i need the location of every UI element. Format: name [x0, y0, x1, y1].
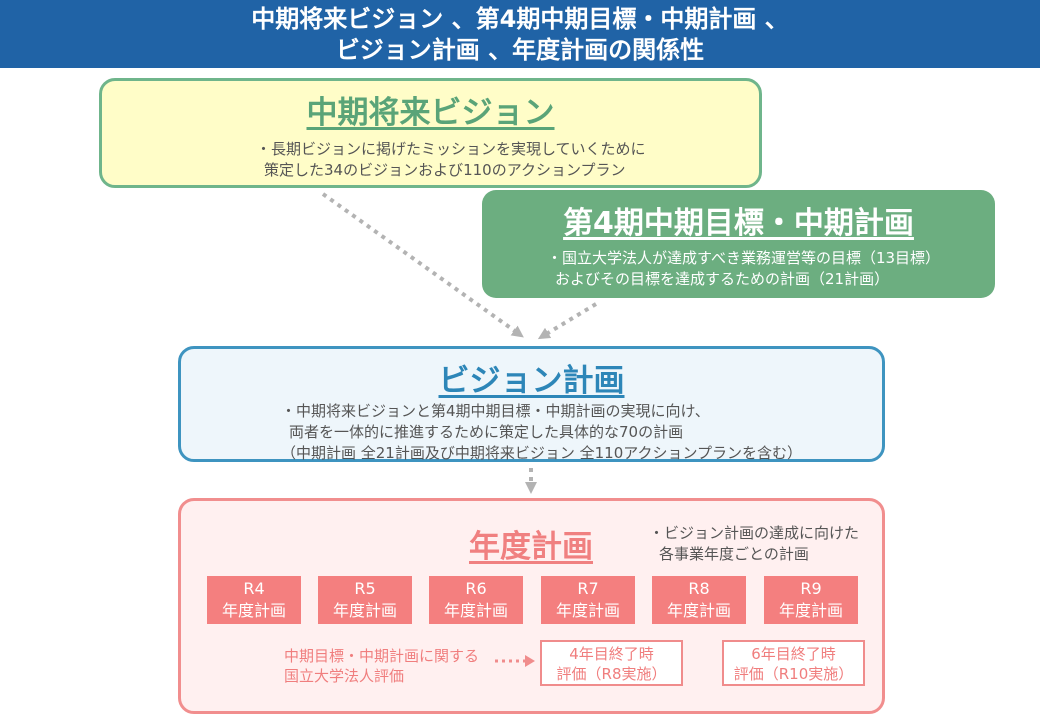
year-plan-r4: R4 年度計画 [207, 576, 301, 624]
header-title-line-1: 中期将来ビジョン 、第4期中期目標・中期計画 、 [251, 5, 789, 33]
year-plan-label: 年度計画 [221, 601, 286, 620]
vision-plan-description-line-2: 両者を一体的に推進するために策定した具体的な70の計画 [289, 423, 684, 441]
vision-description-line-2: 策定した34のビジョンおよび110のアクションプラン [264, 161, 626, 179]
year-plan-label: 年度計画 [666, 601, 731, 620]
vision-plan-title: ビジョン計画 [438, 363, 625, 399]
vision-title: 中期将来ビジョン [306, 95, 555, 131]
year-label: R5 [354, 579, 376, 598]
vision-plan-description-line-3: （中期計画 全21計画及び中期将来ビジョン 全110アクションプランを含む） [281, 444, 803, 462]
year-plan-label: 年度計画 [332, 601, 397, 620]
evaluation-label: 中期目標・中期計画に関する 国立大学法人評価 [284, 646, 479, 686]
page-header: 中期将来ビジョン 、第4期中期目標・中期計画 、 ビジョン計画 、年度計画の関係… [0, 0, 1040, 68]
mid-term-plan-description-line-1: ・国立大学法人が達成すべき業務運営等の目標（13目標） [547, 249, 941, 267]
evaluation-label-line-2: 国立大学法人評価 [284, 667, 405, 685]
vision-description: ・長期ビジョンに掲げたミッションを実現していくために 策定した34のビジョンおよ… [256, 139, 646, 181]
year-plan-r5: R5 年度計画 [318, 576, 412, 624]
vision-plan-description-line-1: ・中期将来ビジョンと第4期中期目標・中期計画の実現に向け、 [281, 402, 710, 420]
year-plan-r6: R6 年度計画 [429, 576, 523, 624]
evaluation-arrow [495, 655, 535, 667]
annual-plan-title: 年度計画 [469, 529, 593, 565]
vision-plan-box: ビジョン計画 ・中期将来ビジョンと第4期中期目標・中期計画の実現に向け、 両者を… [178, 346, 885, 462]
year-plan-r8: R8 年度計画 [652, 576, 746, 624]
milestone-line-2: 評価（R10実施） [733, 665, 854, 683]
evaluation-milestone-4th-year: 4年目終了時 評価（R8実施） [540, 640, 683, 686]
mid-term-plan-description: ・国立大学法人が達成すべき業務運営等の目標（13目標） およびその目標を達成する… [547, 248, 940, 290]
year-label: R7 [577, 579, 599, 598]
year-plan-label: 年度計画 [555, 601, 620, 620]
annual-plan-description-line-2: 各事業年度ごとの計画 [659, 545, 809, 563]
header-title-line-2: ビジョン計画 、年度計画の関係性 [335, 36, 705, 64]
year-plan-label: 年度計画 [443, 601, 508, 620]
mid-term-plan-title: 第4期中期目標・中期計画 [563, 206, 914, 241]
mid-term-plan-box: 第4期中期目標・中期計画 ・国立大学法人が達成すべき業務運営等の目標（13目標）… [482, 190, 995, 298]
arrow-plan4-to-vision-plan [537, 302, 598, 340]
vision-box: 中期将来ビジョン ・長期ビジョンに掲げたミッションを実現していくために 策定した… [99, 78, 762, 188]
mid-term-plan-description-line-2: およびその目標を達成するための計画（21計画） [555, 270, 890, 288]
annual-plan-description: ・ビジョン計画の達成に向けた 各事業年度ごとの計画 [649, 523, 859, 565]
evaluation-milestone-6th-year: 6年目終了時 評価（R10実施） [722, 640, 865, 686]
annual-plan-box: 年度計画 ・ビジョン計画の達成に向けた 各事業年度ごとの計画 R4 年度計画 R… [178, 498, 885, 714]
year-plan-r7: R7 年度計画 [541, 576, 635, 624]
vision-description-line-1: ・長期ビジョンに掲げたミッションを実現していくために [256, 140, 646, 158]
milestone-line-1: 6年目終了時 [751, 645, 836, 663]
year-label: R9 [800, 579, 822, 598]
evaluation-label-line-1: 中期目標・中期計画に関する [284, 647, 480, 665]
year-label: R8 [688, 579, 710, 598]
milestone-line-1: 4年目終了時 [569, 645, 654, 663]
year-label: R6 [465, 579, 487, 598]
year-plan-label: 年度計画 [778, 601, 843, 620]
milestone-line-2: 評価（R8実施） [556, 665, 667, 683]
year-plan-r9: R9 年度計画 [764, 576, 858, 624]
annual-plan-description-line-1: ・ビジョン計画の達成に向けた [649, 524, 860, 542]
vision-plan-description: ・中期将来ビジョンと第4期中期目標・中期計画の実現に向け、 両者を一体的に推進す… [281, 401, 802, 464]
year-label: R4 [243, 579, 265, 598]
